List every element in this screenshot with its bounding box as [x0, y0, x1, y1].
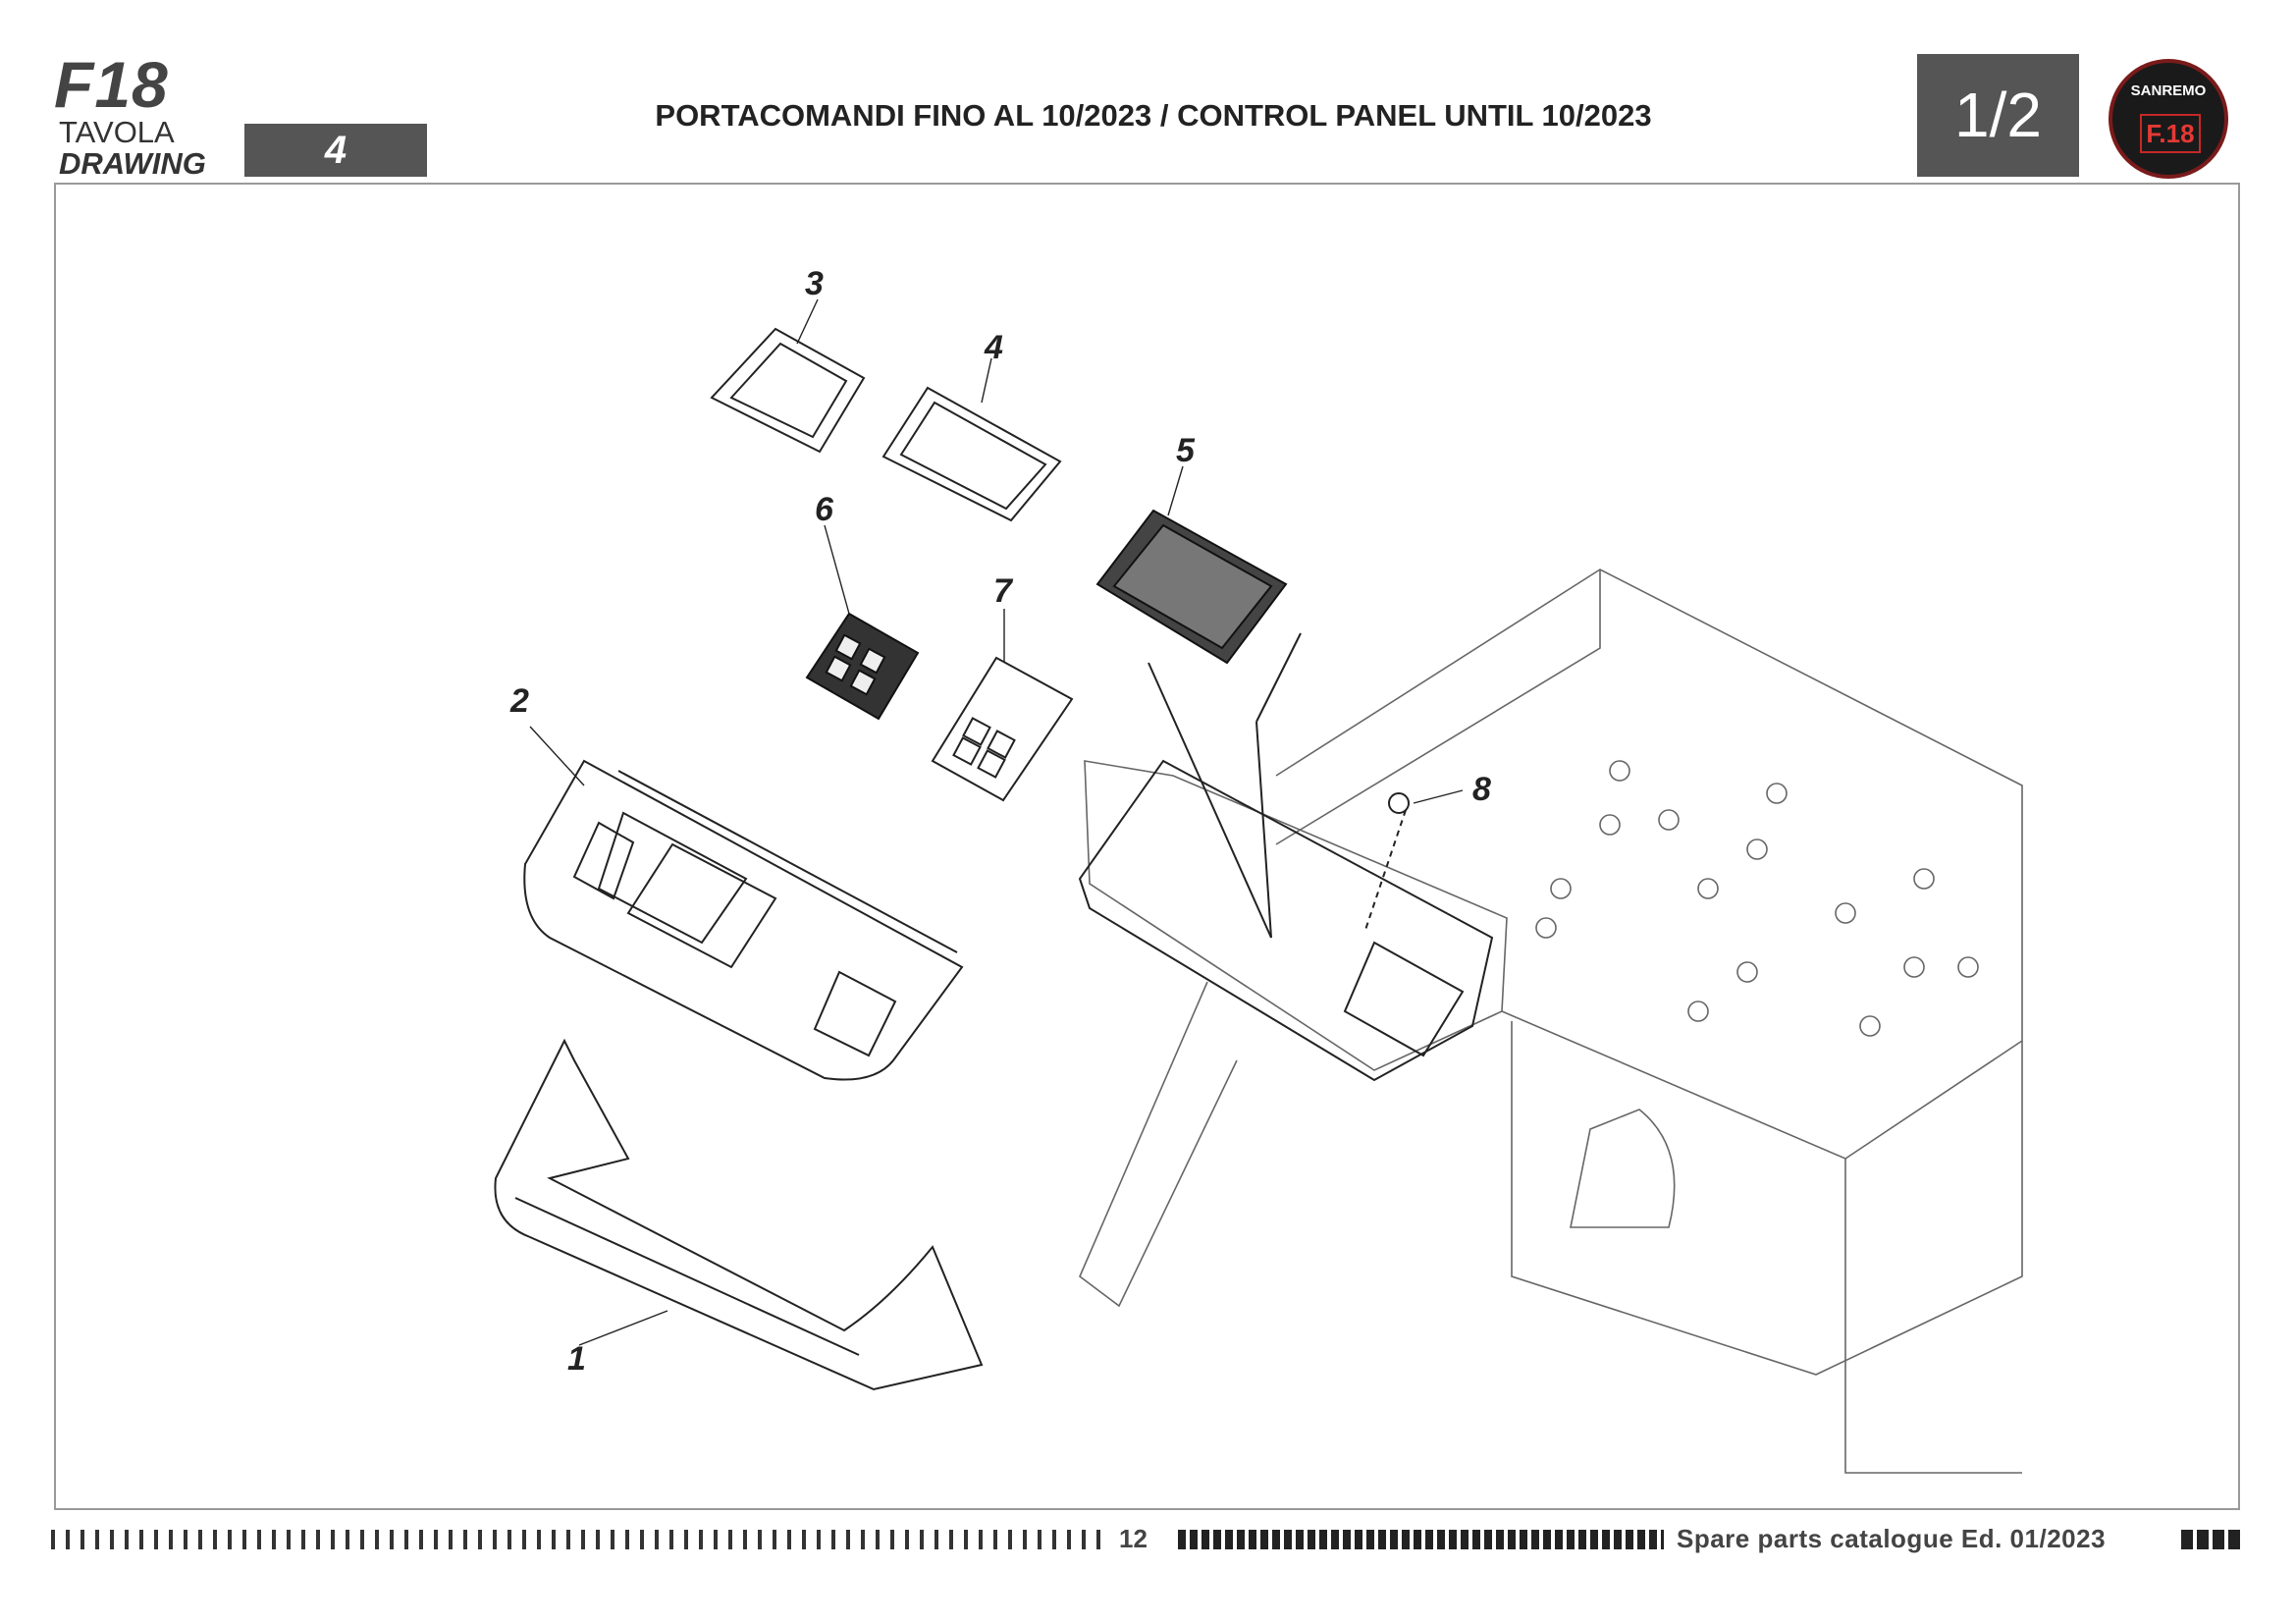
part-6-keypad: [805, 612, 920, 721]
part-label-3: 3: [805, 265, 824, 302]
footer-tick-bar-right: [2181, 1530, 2242, 1549]
brand-logo: SANREMO F.18: [2109, 59, 2228, 179]
page-title: PORTACOMANDI FINO AL 10/2023 / CONTROL P…: [655, 98, 1652, 133]
part-7-board: [931, 656, 1074, 802]
part-label-6: 6: [815, 491, 834, 528]
logo-brand: SANREMO: [2130, 82, 2207, 99]
part-4-display: [881, 386, 1062, 522]
machine-body: [1079, 568, 2023, 1474]
part-2-cover: [523, 759, 964, 1081]
part-5-panel: [1095, 509, 1288, 665]
model-name: F18: [54, 48, 169, 121]
footer-tick-bar-middle: [1178, 1530, 1664, 1549]
tavola-label: TAVOLA: [59, 115, 175, 149]
footer-page-number: 12: [1119, 1524, 1148, 1553]
footer-catalogue: Spare parts catalogue Ed. 01/2023: [1677, 1524, 2107, 1553]
part-label-1: 1: [567, 1340, 586, 1378]
part-label-8: 8: [1472, 771, 1491, 808]
drawing-frame: [54, 183, 2240, 1510]
part-label-2: 2: [509, 682, 529, 720]
logo-model: F.18: [2140, 114, 2201, 153]
part-label-5: 5: [1176, 432, 1196, 469]
leader-lines: [529, 298, 1464, 1346]
control-panel-base: [1078, 632, 1494, 1082]
page-indicator: 1/2: [1917, 54, 2079, 177]
part-3-frame: [710, 327, 866, 454]
footer-tick-bar-left: [51, 1530, 1103, 1549]
drawing-label: DRAWING: [59, 146, 206, 181]
part-label-7: 7: [993, 572, 1014, 610]
part-label-4: 4: [984, 329, 1003, 366]
drawing-number: 4: [244, 124, 427, 177]
part-1-bracket: [494, 1038, 984, 1391]
